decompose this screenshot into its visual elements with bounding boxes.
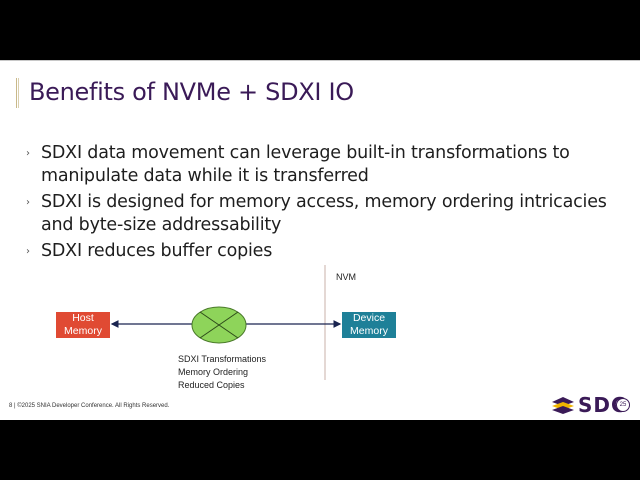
bullet-marker-icon: ›: [26, 148, 30, 159]
logo-badge: 25: [616, 398, 630, 412]
transform-caption: SDXI Transformations Memory Ordering Red…: [178, 353, 266, 392]
host-label-line2: Memory: [64, 325, 102, 337]
device-label-line2: Memory: [350, 325, 388, 337]
bullet-list: › SDXI data movement can leverage built-…: [26, 142, 626, 266]
crossed-circle-icon: [191, 306, 247, 344]
nvm-label: NVM: [336, 272, 356, 282]
caption-line: Memory Ordering: [178, 367, 249, 377]
footer-copyright: 8 | ©2025 SNIA Developer Conference. All…: [9, 403, 170, 409]
top-border: [0, 60, 640, 61]
logo-text: SDC: [578, 393, 627, 417]
bullet-text: SDXI reduces buffer copies: [41, 241, 273, 261]
caption-line: SDXI Transformations: [178, 354, 267, 364]
bullet-item: › SDXI is designed for memory access, me…: [26, 191, 626, 237]
title-accent-bar: [16, 78, 19, 108]
sdc-logo: SDC 25: [550, 394, 630, 416]
caption-line: Reduced Copies: [178, 380, 245, 390]
bullet-marker-icon: ›: [26, 246, 30, 257]
bullet-text: SDXI is designed for memory access, memo…: [41, 192, 607, 235]
bullet-text: SDXI data movement can leverage built-in…: [41, 143, 570, 186]
host-memory-box: Host Memory: [56, 312, 110, 338]
bullet-item: › SDXI reduces buffer copies: [26, 240, 626, 263]
slide-title: Benefits of NVMe + SDXI IO: [29, 78, 354, 106]
sdc-layers-icon: [552, 397, 574, 414]
diagram-graphics: [110, 265, 342, 380]
bullet-marker-icon: ›: [26, 197, 30, 208]
bullet-item: › SDXI data movement can leverage built-…: [26, 142, 626, 188]
slide: Benefits of NVMe + SDXI IO › SDXI data m…: [0, 60, 640, 420]
device-label-line1: Device: [352, 312, 386, 324]
host-label-line1: Host: [72, 312, 94, 324]
device-memory-box: Device Memory: [342, 312, 396, 338]
data-flow-diagram: Host Memory Device Memory NVM SDXI Trans…: [0, 60, 640, 420]
